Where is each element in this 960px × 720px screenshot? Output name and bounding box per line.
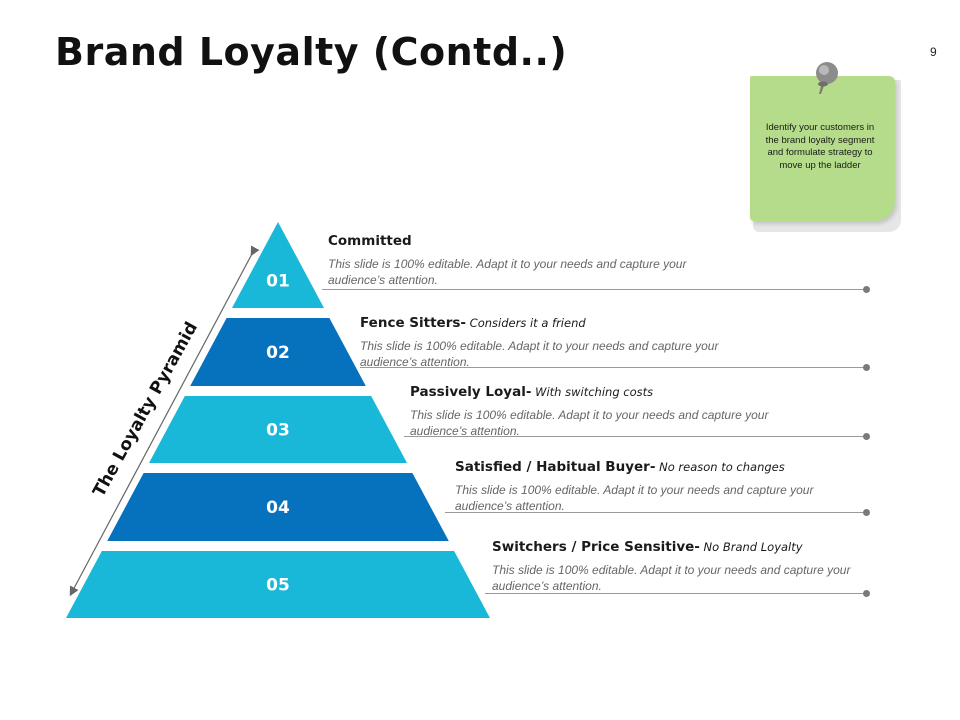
pyramid-level-05 — [66, 551, 490, 618]
slide-title: Brand Loyalty (Contd..) — [55, 30, 568, 74]
pyramid-level-number: 03 — [266, 421, 290, 441]
level-leader-line — [322, 289, 866, 290]
pyramid-level-03 — [148, 396, 408, 463]
level-subtitle: No reason to changes — [655, 460, 785, 474]
level-leader-line — [445, 512, 866, 513]
level-title: Passively Loyal- — [410, 384, 532, 400]
level-description: This slide is 100% editable. Adapt it to… — [492, 563, 851, 593]
pyramid-level-number: 02 — [266, 343, 290, 363]
sticky-note-text: Identify your customers in the brand loy… — [765, 122, 875, 171]
level-leader-line — [360, 367, 866, 368]
pyramid-level-number: 01 — [266, 271, 290, 291]
sticky-note: Identify your customers in the brand loy… — [745, 62, 905, 235]
level-leader-line — [404, 436, 866, 437]
level-description: This slide is 100% editable. Adapt it to… — [410, 408, 769, 438]
level-title: Satisfied / Habitual Buyer- — [455, 459, 656, 475]
level-leader-dot — [863, 364, 870, 371]
level-description: This slide is 100% editable. Adapt it to… — [455, 483, 814, 513]
level-leader-dot — [863, 286, 870, 293]
pyramid-level-04 — [107, 473, 449, 541]
level-leader-dot — [863, 509, 870, 516]
level-description: This slide is 100% editable. Adapt it to… — [328, 257, 687, 287]
level-leader-dot — [863, 590, 870, 597]
level-description-block: Switchers / Price Sensitive- No Brand Lo… — [492, 536, 867, 594]
pyramid-level-02 — [190, 318, 366, 386]
level-subtitle: With switching costs — [531, 385, 654, 399]
level-title: Committed — [328, 233, 412, 249]
level-title: Switchers / Price Sensitive- — [492, 539, 700, 555]
push-pin-icon — [816, 62, 838, 94]
level-description: This slide is 100% editable. Adapt it to… — [360, 339, 719, 369]
level-subtitle: No Brand Loyalty — [699, 540, 803, 554]
pyramid-level-number: 04 — [266, 498, 290, 518]
pyramid-level-number: 05 — [266, 576, 290, 596]
level-subtitle: Considers it a friend — [466, 316, 586, 330]
sticky-note-paper — [750, 76, 895, 221]
slide-number: 9 — [930, 45, 937, 59]
level-title: Fence Sitters- — [360, 315, 467, 331]
level-description-block: Satisfied / Habitual Buyer- No reason to… — [455, 456, 830, 514]
pyramid-axis-arrow — [69, 245, 260, 597]
level-leader-dot — [863, 433, 870, 440]
level-leader-line — [485, 593, 866, 594]
pyramid-level-01 — [231, 222, 325, 308]
